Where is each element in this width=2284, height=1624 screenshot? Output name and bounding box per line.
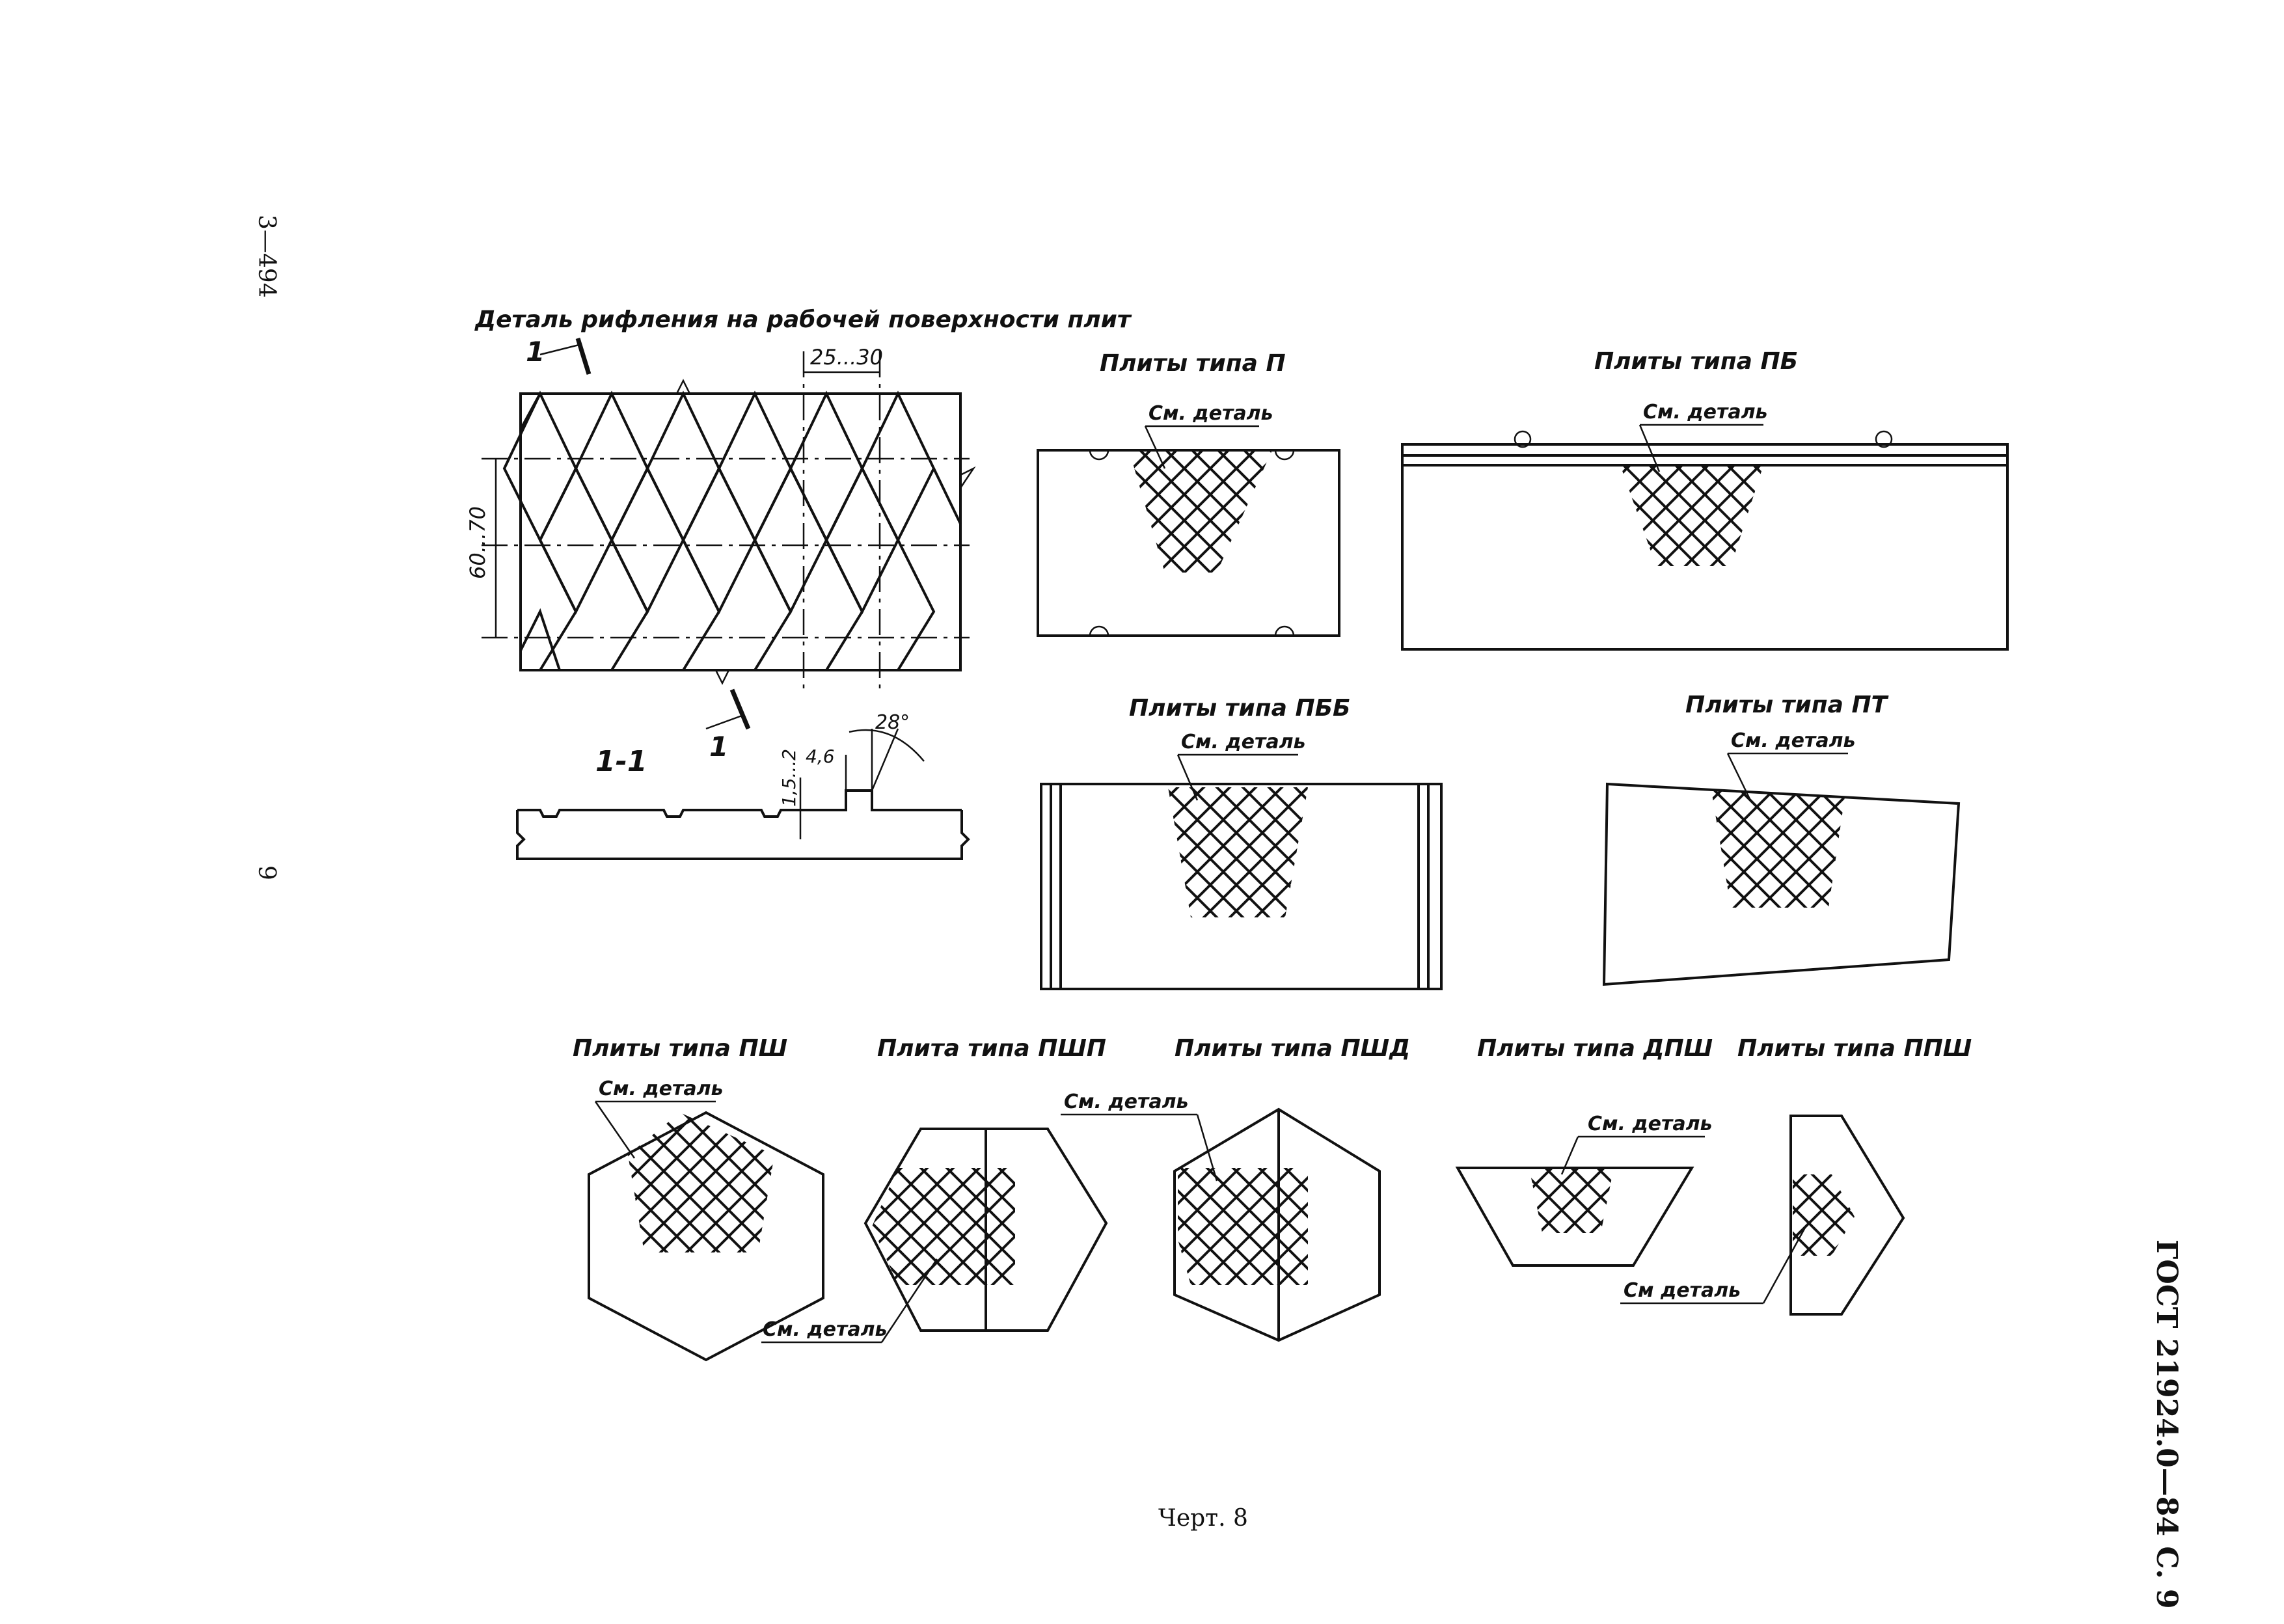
plate-p-see-detail: См. деталь (1149, 402, 1273, 425)
section-title: 1-1 (595, 745, 647, 778)
plate-dpsh: См. деталь (1455, 1113, 1713, 1267)
section-marker-bottom: 1 (709, 731, 728, 763)
plate-dpsh-see-detail: См. деталь (1588, 1113, 1713, 1135)
angle-arc (849, 729, 925, 762)
plate-pb-outline (1401, 443, 2009, 651)
plate-pbb-label: Плиты типа ПББ (1129, 695, 1350, 722)
plate-pshp-outline (863, 1128, 1108, 1332)
plate-pb-see-detail: См. деталь (1643, 401, 1768, 424)
corrugation-detail: 25...30 60...70 1 1 (465, 336, 976, 763)
plate-psh: См. деталь (588, 1077, 824, 1362)
break-mark-top (675, 379, 691, 394)
plate-pshd: См. деталь (1061, 1090, 1381, 1342)
plate-ppsh-label: Плиты типа ППШ (1737, 1035, 1972, 1062)
plate-pt-see-detail: См. деталь (1731, 729, 1856, 752)
height-dim: 60...70 (465, 506, 490, 579)
section-profile (517, 789, 962, 818)
plate-pshp-mesh (872, 1168, 1015, 1285)
plate-pt: Плиты типа ПТ См. деталь (1602, 692, 1961, 986)
plate-ppsh-outline (1789, 1115, 1905, 1316)
plate-pshd-label: Плиты типа ПШД (1175, 1035, 1410, 1062)
plate-p: Плиты типа П См. деталь (1037, 350, 1340, 637)
corrugation-outline (519, 392, 962, 671)
plate-psh-mesh (628, 1113, 774, 1252)
plate-psh-outline (588, 1111, 824, 1362)
plate-p-label: Плиты типа П (1100, 350, 1286, 377)
detail-title: Деталь рифления на рабочей поверхности п… (474, 306, 1132, 333)
figure-caption: Черт. 8 (1158, 1505, 1248, 1532)
section-body (516, 810, 970, 860)
plate-pshd-see-detail: См. деталь (1064, 1090, 1189, 1113)
angle-side-line (871, 728, 899, 791)
plate-pb: Плиты типа ПБ См. деталь (1401, 348, 2009, 651)
section-marker-top: 1 (526, 336, 545, 368)
plate-pshp: См. деталь (761, 1128, 1108, 1344)
plate-dpsh-label: Плиты типа ДПШ (1477, 1035, 1713, 1062)
groove-depth-dim: 1,5...2 (778, 749, 800, 807)
angle-dim: 28° (875, 711, 910, 734)
plate-pb-mesh (1620, 465, 1763, 566)
pitch-dim: 25...30 (810, 345, 883, 370)
plate-dpsh-mesh (1529, 1168, 1614, 1233)
plate-ppsh: См деталь (1620, 1115, 1905, 1316)
plate-pbb-outline (1040, 783, 1443, 990)
plate-pshd-mesh (1178, 1168, 1308, 1285)
section-1-1: 1-1 1,5...2 4,6 28° (516, 711, 970, 860)
plate-pt-label: Плиты типа ПТ (1685, 692, 1889, 718)
plate-pbb: Плиты типа ПББ См. деталь (1040, 695, 1443, 990)
plate-ppsh-see-detail: См деталь (1624, 1279, 1741, 1302)
plate-pb-label: Плиты типа ПБ (1594, 348, 1798, 375)
diamond-pattern (502, 390, 962, 671)
plate-p-mesh (1129, 450, 1272, 573)
plate-pshp-see-detail: См. деталь (763, 1318, 888, 1341)
plate-p-notches (1089, 450, 1295, 636)
break-mark-bottom (714, 670, 730, 685)
groove-width-dim: 4,6 (806, 746, 835, 767)
plate-pt-mesh (1711, 791, 1845, 908)
page-side-number: 3—494 (253, 215, 280, 298)
plate-ppsh-mesh (1793, 1174, 1855, 1256)
plate-psh-label: Плиты типа ПШ (573, 1035, 787, 1062)
plate-pshp-label: Плита типа ПШП (877, 1035, 1106, 1062)
section-cut-bottom (729, 688, 751, 730)
break-mark-right (959, 466, 976, 489)
section-cut-top (575, 337, 591, 375)
section-arrow-bottom (705, 714, 742, 730)
plate-pbb-see-detail: См. деталь (1181, 731, 1306, 753)
plate-psh-see-detail: См. деталь (599, 1077, 724, 1100)
page-left-number: 9 (253, 865, 280, 880)
standard-number: ГОСТ 21924.0—84 С. 9 (2150, 1239, 2183, 1609)
plate-pbb-mesh (1168, 787, 1308, 917)
section-arrow-top (539, 344, 580, 356)
